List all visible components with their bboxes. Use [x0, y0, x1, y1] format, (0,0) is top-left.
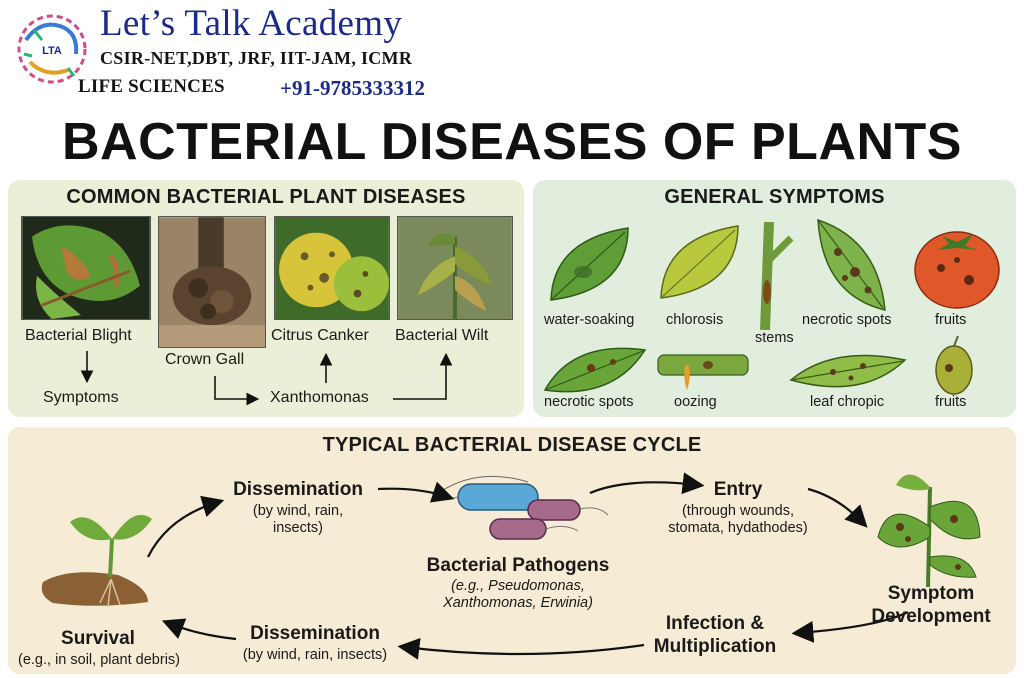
symptom-label-necrotic-spots-2: necrotic spots — [544, 394, 634, 410]
disease-label-bacterial-wilt: Bacterial Wilt — [395, 327, 489, 344]
symptom-heading-1: Symptom — [887, 583, 975, 604]
disease-cycle-panel: TYPICAL BACTERIAL DISEASE CYCLE — [8, 427, 1016, 674]
cycle-illustrations — [41, 472, 981, 660]
entry-sub-2: stomata, hydathodes) — [668, 520, 808, 536]
dissemination-top-sub-1: (by wind, rain, — [252, 503, 344, 519]
bacterial-blight-photo — [21, 216, 151, 320]
symptom-heading-2: Development — [871, 606, 991, 627]
small-fruit-icon — [935, 335, 973, 395]
subject-label: LIFE SCIENCES — [78, 76, 225, 97]
general-symptoms-panel: GENERAL SYMPTOMS — [533, 180, 1016, 417]
bacteria-icon — [437, 475, 609, 540]
stem-icon — [760, 221, 794, 331]
brand-name: Let’s Talk Academy — [100, 3, 403, 44]
symptoms-label: Symptoms — [43, 389, 119, 406]
disease-label-citrus-canker: Citrus Canker — [271, 327, 369, 344]
symptom-label-stems: stems — [755, 330, 794, 346]
water-soaking-leaf-icon — [550, 227, 629, 301]
diseased-plant-icon — [877, 474, 981, 588]
dissemination-top-sub-2: insects) — [273, 520, 323, 536]
symptom-label-leaf-chropic: leaf chropic — [810, 394, 885, 410]
entry-sub-1: (through wounds, — [681, 503, 795, 519]
necrotic-spots-leaf-icon — [817, 218, 886, 311]
tomato-fruit-icon — [914, 231, 1000, 309]
page-title: BACTERIAL DISEASES OF PLANTS — [61, 113, 962, 171]
infection-heading-1: Infection & — [665, 613, 765, 634]
bacterial-wilt-photo — [397, 216, 513, 320]
crown-gall-photo — [158, 216, 266, 348]
exam-list: CSIR-NET,DBT, JRF, IIT-JAM, ICMR — [100, 48, 413, 68]
seedling-icon — [41, 514, 152, 608]
symptom-illustrations — [543, 218, 1000, 395]
citrus-canker-photo — [274, 216, 390, 320]
disease-label-crown-gall: Crown Gall — [165, 351, 245, 368]
symptom-label-necrotic-spots: necrotic spots — [802, 312, 892, 328]
cycle-arrows — [147, 472, 909, 660]
necrotic-spots-leaf-2-icon — [543, 347, 647, 393]
disease-connector-arrows — [80, 351, 453, 406]
chlorosis-leaf-icon — [660, 225, 739, 299]
oozing-stem-icon — [657, 354, 749, 390]
dissemination-top-heading: Dissemination — [233, 479, 363, 500]
survival-sub: (e.g., in soil, plant debris) — [18, 652, 180, 668]
disease-cycle-title: TYPICAL BACTERIAL DISEASE CYCLE — [322, 434, 702, 456]
logo-text: LTA — [42, 45, 62, 57]
xanthomonas-label: Xanthomonas — [270, 389, 369, 406]
dissemination-bottom-sub: (by wind, rain, insects) — [242, 647, 388, 663]
academy-logo: LTA — [17, 14, 87, 84]
infection-heading-2: Multiplication — [653, 636, 777, 657]
symptom-label-fruits-2: fruits — [935, 394, 967, 410]
disease-label-bacterial-blight: Bacterial Blight — [25, 327, 132, 344]
common-diseases-panel: COMMON BACTERIAL PLANT DISEASES Bac — [8, 180, 524, 417]
leaf-chropic-icon — [789, 354, 907, 388]
symptom-label-chlorosis: chlorosis — [666, 312, 724, 328]
general-symptoms-title: GENERAL SYMPTOMS — [664, 186, 885, 208]
entry-heading: Entry — [713, 479, 763, 500]
phone-number: +91-9785333312 — [280, 76, 425, 100]
survival-heading: Survival — [61, 628, 135, 649]
dissemination-bottom-heading: Dissemination — [250, 623, 380, 644]
pathogens-sub-2: Xanthomonas, Erwinia) — [443, 595, 593, 611]
symptom-label-water-soaking: water-soaking — [544, 312, 635, 328]
symptom-label-fruits: fruits — [935, 312, 967, 328]
pathogens-sub-1: (e.g., Pseudomonas, — [451, 578, 585, 594]
pathogens-heading: Bacterial Pathogens — [426, 555, 610, 576]
symptom-label-oozing: oozing — [674, 394, 717, 410]
common-diseases-title: COMMON BACTERIAL PLANT DISEASES — [66, 186, 466, 208]
